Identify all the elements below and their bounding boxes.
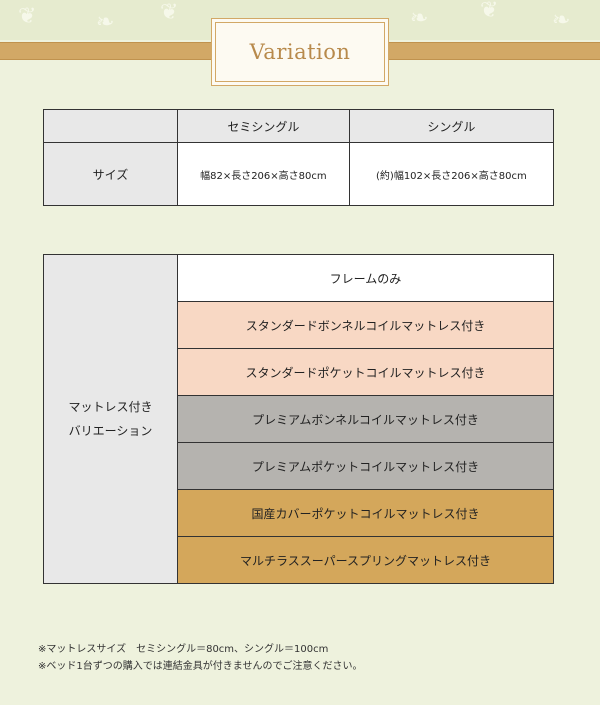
column-header-semi-single: セミシングル <box>177 109 350 143</box>
leaf-ornament-icon: ❧ <box>552 8 571 33</box>
footnotes: ※マットレスサイズ セミシングル＝80cm、シングル＝100cm ※ベッド1台ず… <box>38 641 362 675</box>
variation-row: マルチラススーパースプリングマットレス付き <box>44 536 554 584</box>
size-table-row: サイズ 幅82×長さ206×高さ80cm (約)幅102×長さ206×高さ80c… <box>43 142 555 206</box>
variation-row: スタンダードポケットコイルマットレス付き <box>44 348 554 396</box>
page-title: Variation <box>249 40 351 64</box>
title-frame: Variation <box>215 22 385 82</box>
footnote-mattress-size: ※マットレスサイズ セミシングル＝80cm、シングル＝100cm <box>38 644 329 655</box>
leaf-ornament-icon: ❦ <box>480 0 499 23</box>
footnote-connector: ※ベッド1台ずつの購入では連結金具が付きませんのでご注意ください。 <box>38 661 363 672</box>
column-header-single: シングル <box>348 109 555 143</box>
leaf-ornament-icon: ❦ <box>18 4 37 29</box>
variation-row-label: マットレス付き バリエーション <box>43 254 178 584</box>
size-table: セミシングル シングル サイズ 幅82×長さ206×高さ80cm (約)幅102… <box>43 109 555 206</box>
variation-row: プレミアムポケットコイルマットレス付き <box>44 442 554 490</box>
leaf-ornament-icon: ❦ <box>160 0 179 25</box>
variation-option-frame-only: フレームのみ <box>177 254 554 302</box>
variation-row: スタンダードボンネルコイルマットレス付き <box>44 301 554 349</box>
variation-row: プレミアムボンネルコイルマットレス付き <box>44 395 554 443</box>
size-table-header-row: セミシングル シングル <box>43 109 555 143</box>
leaf-ornament-icon: ❧ <box>410 6 429 31</box>
variation-option-premium-pocket: プレミアムポケットコイルマットレス付き <box>177 442 554 490</box>
size-value-single: (約)幅102×長さ206×高さ80cm <box>348 142 555 206</box>
size-table-corner-cell <box>43 109 178 143</box>
variation-table: マットレス付き バリエーション フレームのみ スタンダードボンネルコイルマットレ… <box>43 254 554 584</box>
variation-option-domestic-cover-pocket: 国産カバーポケットコイルマットレス付き <box>177 489 554 537</box>
size-value-semi-single: 幅82×長さ206×高さ80cm <box>177 142 350 206</box>
variation-row: 国産カバーポケットコイルマットレス付き <box>44 489 554 537</box>
variation-option-multi-lath-super-spring: マルチラススーパースプリングマットレス付き <box>177 536 554 584</box>
size-row-label: サイズ <box>43 142 178 206</box>
variation-option-premium-bonnell: プレミアムボンネルコイルマットレス付き <box>177 395 554 443</box>
variation-label-line2: バリエーション <box>68 424 153 438</box>
variation-option-standard-pocket: スタンダードポケットコイルマットレス付き <box>177 348 554 396</box>
variation-row: マットレス付き バリエーション フレームのみ <box>43 254 554 584</box>
leaf-ornament-icon: ❧ <box>96 10 115 35</box>
variation-option-standard-bonnell: スタンダードボンネルコイルマットレス付き <box>177 301 554 349</box>
variation-label-line1: マットレス付き <box>68 400 153 414</box>
